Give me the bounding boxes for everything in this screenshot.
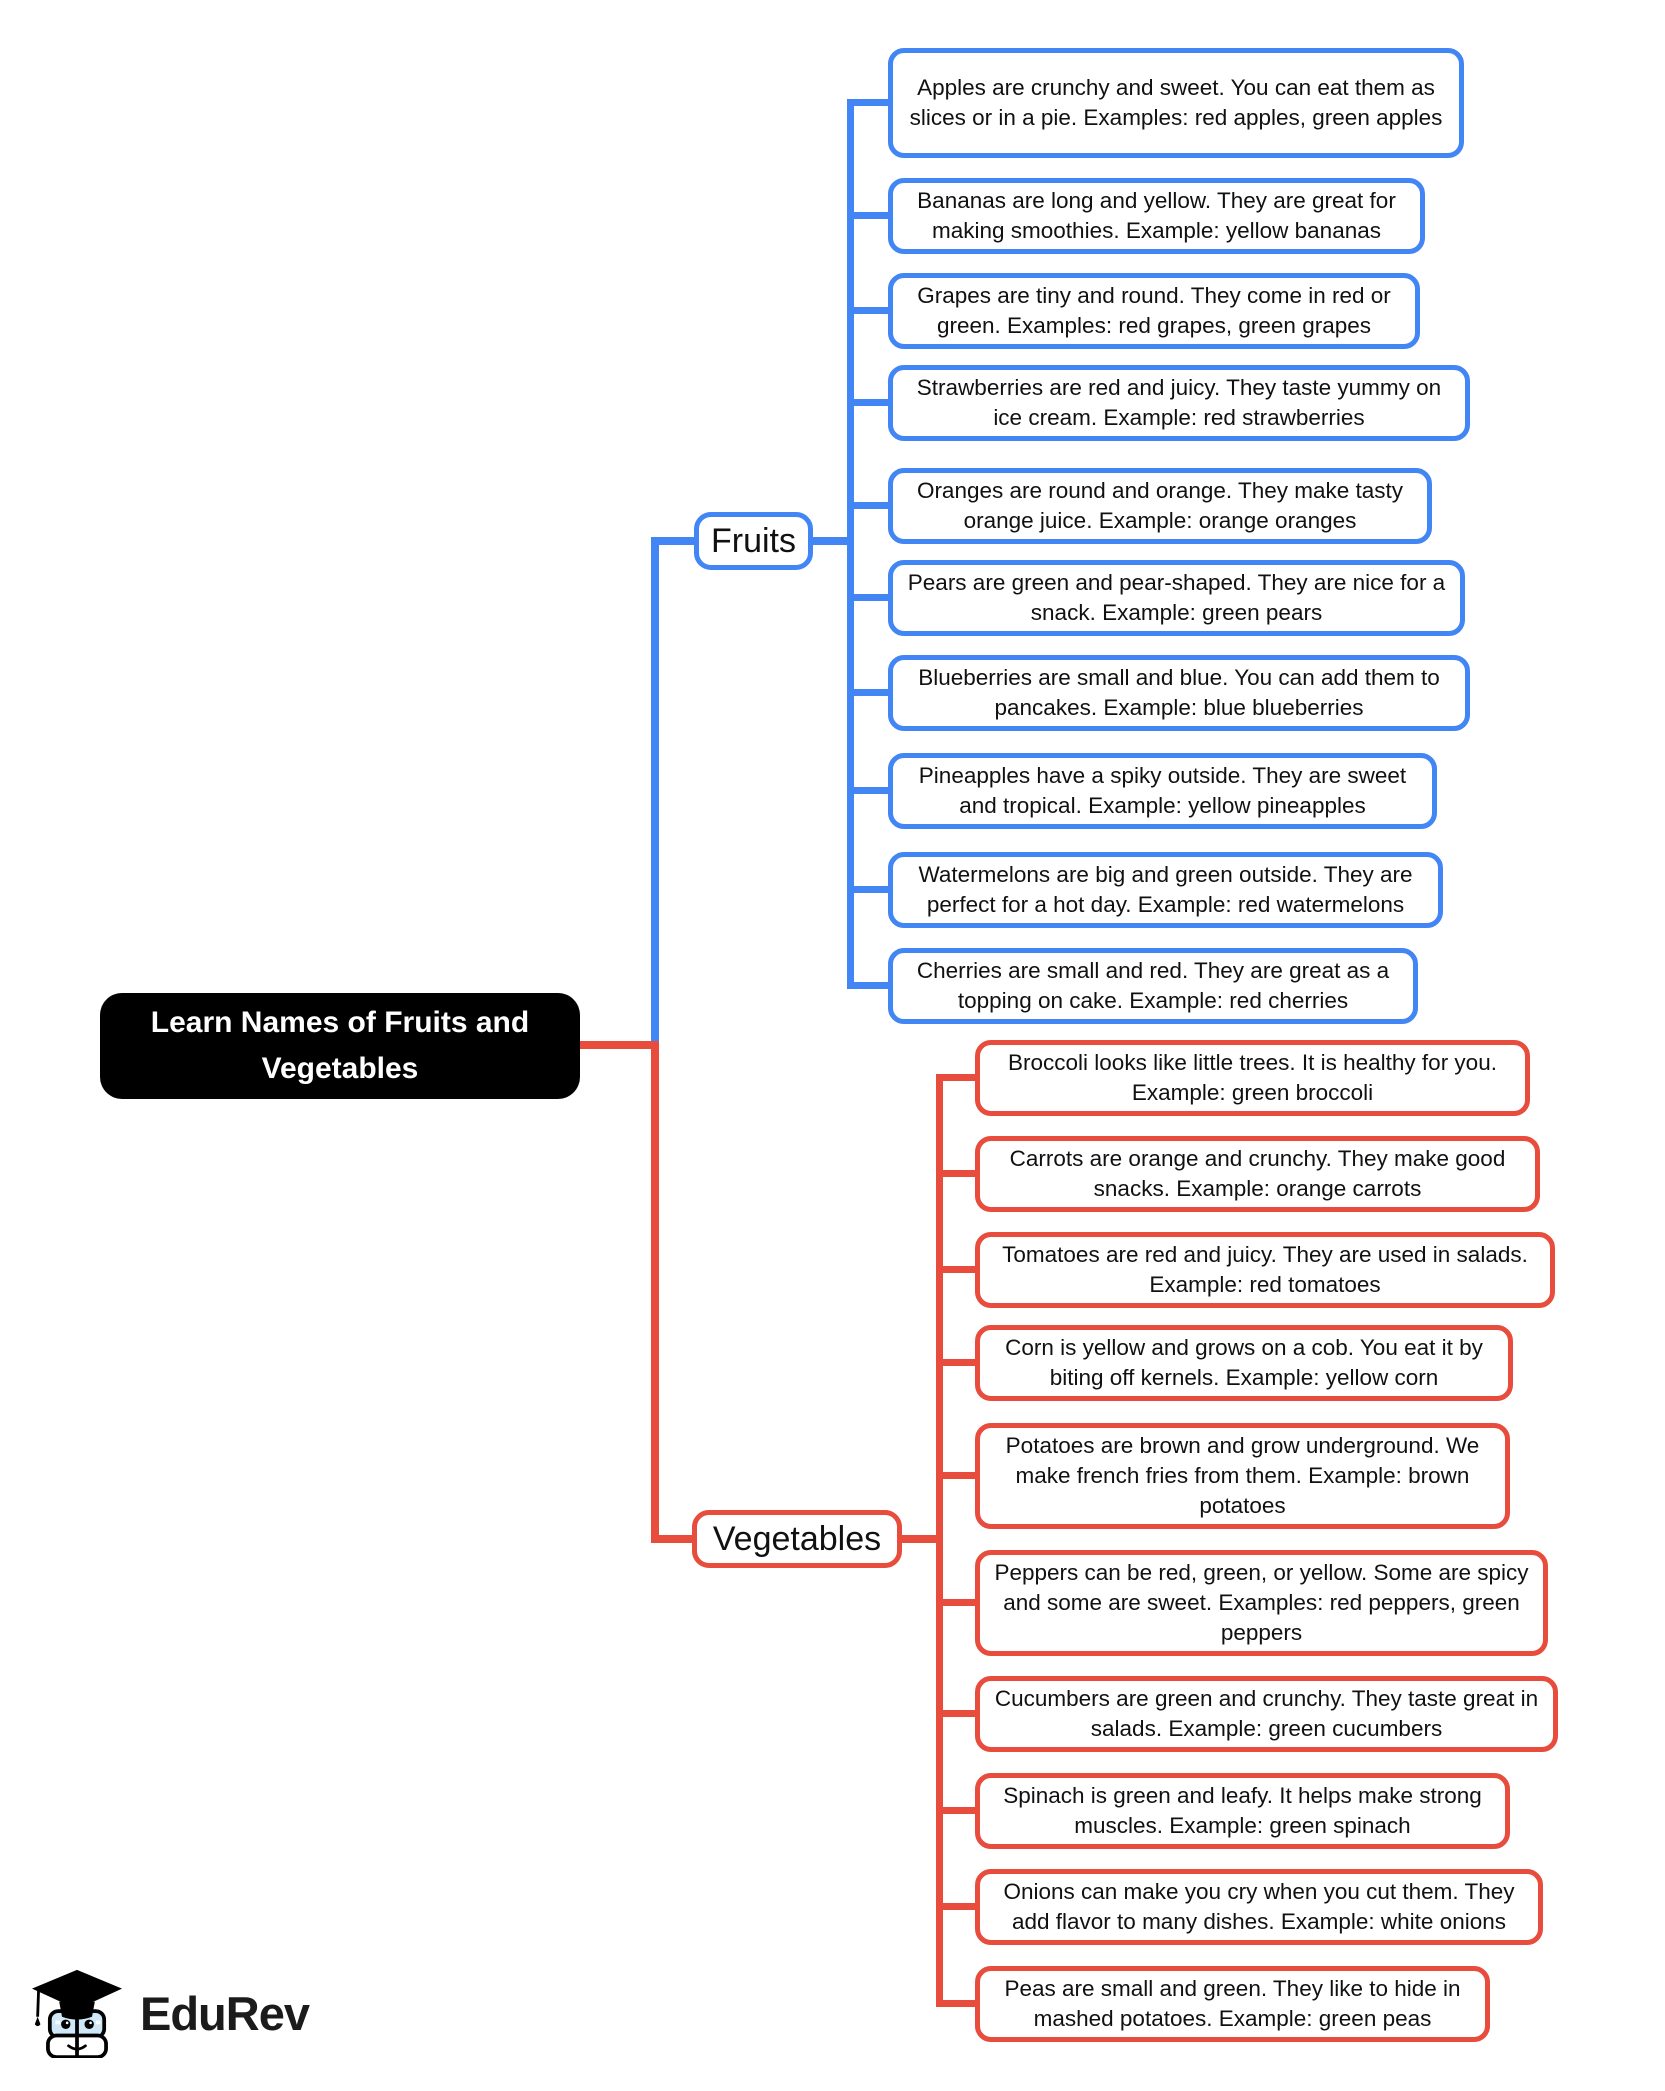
branch-node-fruits[interactable]: Fruits [694,512,813,570]
vegetable-item-carrots-text: Carrots are orange and crunchy. They mak… [1009,1146,1506,1201]
fruit-item-grapes-text: Grapes are tiny and round. They come in … [917,283,1391,338]
connector-line [651,1535,694,1543]
fruit-item-pears-text: Pears are green and pear-shaped. They ar… [907,570,1446,625]
connector-line [936,1359,977,1366]
connector-line [810,537,852,545]
branch-label-fruits: Fruits [711,521,796,560]
edurev-mascot-icon [32,1969,122,2058]
fruit-item-bananas-text: Bananas are long and yellow. They are gr… [917,188,1396,243]
branch-label-vegetables: Vegetables [712,1519,882,1558]
connector-line [651,537,659,1045]
vegetable-item-peas[interactable]: Peas are small and green. They like to h… [975,1966,1490,2042]
fruit-item-pears[interactable]: Pears are green and pear-shaped. They ar… [888,560,1465,636]
vegetable-item-cucumbers[interactable]: Cucumbers are green and crunchy. They ta… [975,1676,1558,1752]
vegetable-item-peas-text: Peas are small and green. They like to h… [1004,1976,1461,2031]
connector-line [651,537,696,545]
connector-line [936,1170,977,1177]
connector-line [847,99,854,989]
fruit-item-watermelons-text: Watermelons are big and green outside. T… [918,862,1413,917]
vegetable-item-onions-text: Onions can make you cry when you cut the… [1003,1879,1515,1934]
root-label: Learn Names of Fruits and Vegetables [150,1005,530,1086]
fruit-item-pineapples[interactable]: Pineapples have a spiky outside. They ar… [888,753,1437,829]
vegetable-item-corn-text: Corn is yellow and grows on a cob. You e… [1005,1335,1483,1390]
connector-line [847,399,890,406]
vegetable-item-peppers-text: Peppers can be red, green, or yellow. So… [994,1560,1529,1645]
vegetable-item-peppers[interactable]: Peppers can be red, green, or yellow. So… [975,1550,1548,1656]
connector-line [936,1599,977,1606]
fruit-item-apples[interactable]: Apples are crunchy and sweet. You can ea… [888,48,1464,158]
vegetable-item-onions[interactable]: Onions can make you cry when you cut the… [975,1869,1543,1945]
fruit-item-blueberries[interactable]: Blueberries are small and blue. You can … [888,655,1470,731]
connector-line [936,2000,977,2007]
vegetable-item-tomatoes-text: Tomatoes are red and juicy. They are use… [1002,1242,1528,1297]
connector-line [936,1472,977,1479]
connector-line [847,212,890,219]
fruit-item-bananas[interactable]: Bananas are long and yellow. They are gr… [888,178,1425,254]
connector-line [578,1041,658,1049]
fruit-item-oranges[interactable]: Oranges are round and orange. They make … [888,468,1432,544]
connector-line [847,594,890,601]
connector-line [651,1041,659,1543]
edurev-logo: EduRev [30,1968,310,2058]
vegetable-item-potatoes[interactable]: Potatoes are brown and grow underground.… [975,1423,1510,1529]
root-node[interactable]: Learn Names of Fruits and Vegetables [100,993,580,1099]
connector-line [936,1807,977,1814]
connector-line [847,886,890,893]
connector-line [847,307,890,314]
connector-line [847,982,890,989]
vegetable-item-potatoes-text: Potatoes are brown and grow underground.… [1005,1433,1480,1518]
fruit-item-cherries[interactable]: Cherries are small and red. They are gre… [888,948,1418,1024]
fruit-item-blueberries-text: Blueberries are small and blue. You can … [918,665,1440,720]
fruit-item-watermelons[interactable]: Watermelons are big and green outside. T… [888,852,1443,928]
vegetable-item-tomatoes[interactable]: Tomatoes are red and juicy. They are use… [975,1232,1555,1308]
fruit-item-oranges-text: Oranges are round and orange. They make … [916,478,1404,533]
connector-line [847,689,890,696]
connector-line [847,502,890,509]
connector-line [847,787,890,794]
vegetable-item-corn[interactable]: Corn is yellow and grows on a cob. You e… [975,1325,1513,1401]
fruit-item-grapes[interactable]: Grapes are tiny and round. They come in … [888,273,1420,349]
fruit-item-cherries-text: Cherries are small and red. They are gre… [916,958,1390,1013]
connector-line [847,99,890,106]
fruit-item-pineapples-text: Pineapples have a spiky outside. They ar… [918,763,1407,818]
vegetable-item-carrots[interactable]: Carrots are orange and crunchy. They mak… [975,1136,1540,1212]
vegetable-item-cucumbers-text: Cucumbers are green and crunchy. They ta… [994,1686,1539,1741]
vegetable-item-spinach-text: Spinach is green and leafy. It helps mak… [1003,1783,1482,1838]
connector-line [936,1074,943,2007]
connector-line [936,1074,977,1081]
connector-line [936,1710,977,1717]
vegetable-item-broccoli-text: Broccoli looks like little trees. It is … [1008,1050,1497,1105]
connector-line [936,1266,977,1273]
vegetable-item-spinach[interactable]: Spinach is green and leafy. It helps mak… [975,1773,1510,1849]
fruit-item-apples-text: Apples are crunchy and sweet. You can ea… [909,75,1443,130]
edurev-logo-text: EduRev [140,1986,310,2040]
branch-node-vegetables[interactable]: Vegetables [692,1510,902,1568]
connector-line [936,1903,977,1910]
fruit-item-strawberries[interactable]: Strawberries are red and juicy. They tas… [888,365,1470,441]
fruit-item-strawberries-text: Strawberries are red and juicy. They tas… [916,375,1442,430]
connector-line [899,1535,939,1543]
vegetable-item-broccoli[interactable]: Broccoli looks like little trees. It is … [975,1040,1530,1116]
